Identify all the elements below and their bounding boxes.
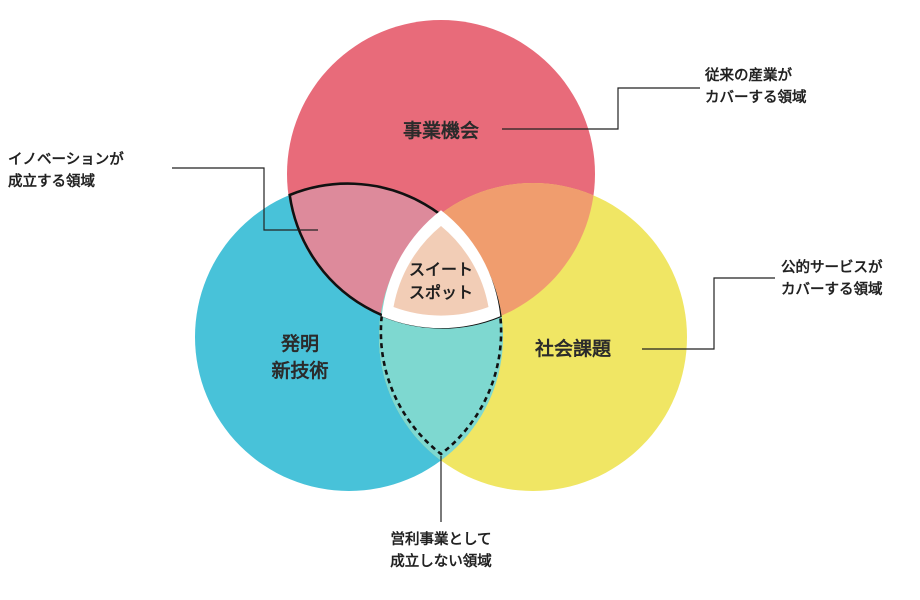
innovation-callout-line2: 成立する領域 [8,172,95,190]
conventional-industry-callout-line2: カバーする領域 [705,88,807,106]
innovation-callout-line1: イノベーションが [8,150,124,168]
business-opportunity-label: 事業機会 [403,119,479,142]
non-profitable-callout-line2: 成立しない領域 [390,552,492,570]
social-issue-label: 社会課題 [534,337,612,360]
conventional-industry-callout-line1: 従来の産業が [704,66,792,84]
public-service-callout-line1: 公的サービスが [781,258,883,276]
innovation-leader-line [172,167,318,231]
sweet-spot-label-line1: スイート [409,260,473,279]
conventional-industry-leader-line [502,87,700,130]
sweet-spot-label-line2: スポット [409,283,473,302]
public-service-callout-line2: カバーする領域 [781,280,883,298]
technology-label-line2: 新技術 [271,359,328,382]
public-service-leader-line [642,277,775,350]
sweet-spot-region [393,226,489,316]
non-profitable-region-outline [379,314,503,456]
non-profitable-callout-line1: 営利事業として [390,530,491,548]
technology-label-line1: 発明 [280,332,319,355]
innovation-region-outline [288,182,502,329]
